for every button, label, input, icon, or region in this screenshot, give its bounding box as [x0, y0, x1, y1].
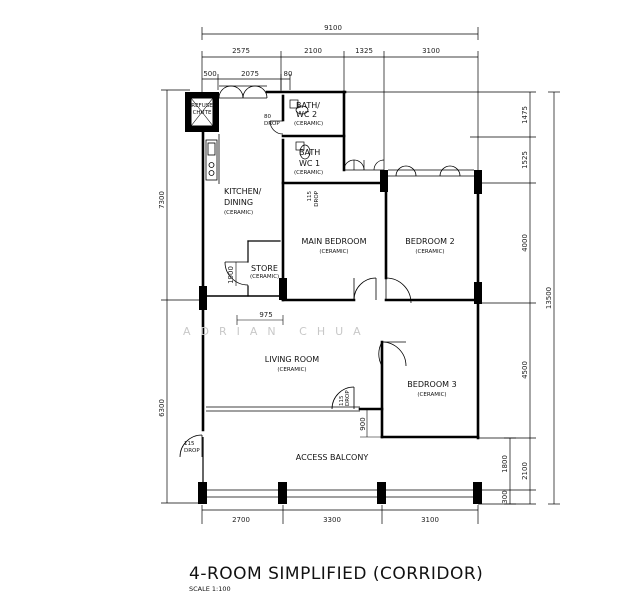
- bath2-name: BATH/: [296, 101, 320, 110]
- balcony-drop-label: DROP: [184, 448, 200, 454]
- living-drop-label: DROP: [345, 390, 351, 406]
- dim-living-width: 975: [259, 311, 272, 319]
- wc-drop-value: 115: [307, 191, 313, 202]
- dim-top-detail-2: 2075: [241, 70, 259, 78]
- main-bedroom-name: MAIN BEDROOM: [301, 237, 366, 246]
- structural-columns: [185, 92, 482, 504]
- living-window-line: [206, 406, 360, 412]
- bath1-finish: (CERAMIC): [294, 170, 323, 176]
- dim-top-detail-3: 80: [284, 70, 293, 78]
- living-drop-value: 115: [339, 395, 345, 406]
- bedroom3-name: BEDROOM 3: [407, 380, 456, 389]
- page-title: 4-ROOM SIMPLIFIED (CORRIDOR): [189, 564, 484, 584]
- dim-left-1: 7300: [158, 191, 166, 209]
- living-room-name: LIVING ROOM: [265, 355, 320, 364]
- watermark: ADRIAN CHUA: [183, 325, 371, 338]
- doors: [179, 261, 412, 458]
- dim-bottom-1: 2700: [232, 516, 250, 524]
- bath2-finish: (CERAMIC): [294, 121, 323, 127]
- dim-right-3: 4000: [521, 234, 529, 252]
- right-dimensions: [345, 91, 560, 505]
- living-room-finish: (CERAMIC): [277, 367, 306, 373]
- dim-left-2: 6300: [158, 399, 166, 417]
- refuse-label: REFUSE: [191, 103, 213, 109]
- bedroom2-name: BEDROOM 2: [405, 237, 454, 246]
- kitchen-window: [218, 85, 268, 99]
- bath1-name: BATH: [299, 148, 320, 157]
- bedroom3-finish: (CERAMIC): [417, 392, 446, 398]
- left-dimensions: [161, 89, 202, 504]
- dim-right-1: 1475: [521, 106, 529, 124]
- bath-fixtures: [269, 99, 385, 184]
- kitchen-counter: [205, 134, 220, 184]
- chute-label: CHUTE: [193, 110, 212, 116]
- top-dimensions: [201, 27, 479, 170]
- kitchen-finish: (CERAMIC): [224, 210, 253, 216]
- bath-drop-label: DROP: [264, 121, 280, 127]
- kitchen-name: KITCHEN/: [224, 187, 262, 196]
- bath1-name2: WC 1: [299, 159, 320, 168]
- dim-top-2: 2100: [304, 47, 322, 55]
- wc-drop-label: DROP: [314, 190, 320, 206]
- dim-door-offset: 900: [359, 417, 367, 430]
- dim-top-4: 3100: [422, 47, 440, 55]
- store-finish: (CERAMIC): [250, 274, 279, 280]
- store-name: STORE: [251, 264, 278, 273]
- dim-top-total: 9100: [324, 24, 342, 32]
- internal-dim-lines: [235, 262, 382, 438]
- dim-right-outer: 2100: [521, 462, 529, 480]
- dim-top-detail-1: 500: [203, 70, 216, 78]
- balcony-drop-value: 115: [184, 441, 195, 447]
- bedroom2-finish: (CERAMIC): [415, 249, 444, 255]
- scale-label: SCALE 1:100: [189, 585, 231, 593]
- main-bedroom-finish: (CERAMIC): [319, 249, 348, 255]
- dim-right-5: 1800: [501, 455, 509, 473]
- access-balcony-name: ACCESS BALCONY: [296, 453, 369, 462]
- dim-right-2: 1525: [521, 151, 529, 169]
- dim-right-total: 13500: [545, 287, 553, 309]
- dim-top-1: 2575: [232, 47, 250, 55]
- dim-right-6: 300: [501, 490, 509, 503]
- dim-bottom-2: 3300: [323, 516, 341, 524]
- dim-top-3: 1325: [355, 47, 373, 55]
- bottom-dimensions: [201, 505, 479, 524]
- balcony-railing: [207, 489, 474, 498]
- bath-drop-value: 80: [264, 114, 271, 120]
- dim-store-height: 1900: [227, 266, 235, 284]
- dim-right-4: 4500: [521, 361, 529, 379]
- bedroom2-window: [388, 165, 474, 177]
- dim-bottom-3: 3100: [421, 516, 439, 524]
- walls: [201, 90, 480, 440]
- kitchen-name2: DINING: [224, 198, 253, 207]
- bath2-name2: WC 2: [296, 110, 317, 119]
